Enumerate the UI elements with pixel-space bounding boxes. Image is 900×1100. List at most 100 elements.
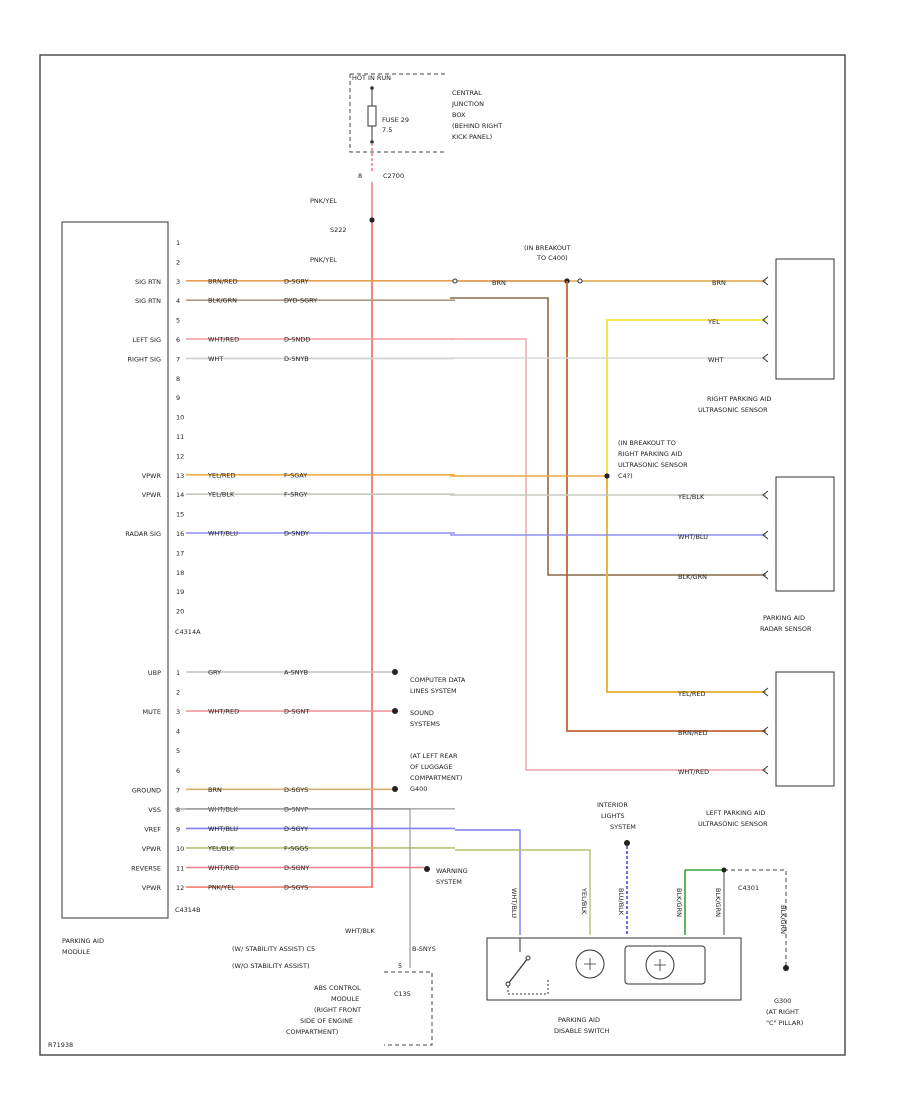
wire-color-a3: BRN/RED [208, 277, 238, 285]
wire-color-b1: GRY [208, 669, 221, 677]
left-ultrasonic-sensor: LEFT PARKING AID ULTRASONIC SENSOR [698, 671, 835, 828]
pin-labels: SIG RTN SIG RTN LEFT SIG RIGHT SIG VPWR VPWR R… [125, 278, 161, 892]
sound-1: SOUND [410, 709, 434, 717]
pin-a-2: 2 [176, 258, 180, 266]
sensor-pin-tip [762, 353, 769, 363]
pin-a-14: 14 [176, 491, 184, 499]
pin-label-a13: VPWR [142, 472, 162, 480]
ground-2: OF LUGGAGE [410, 763, 453, 771]
right-sensor-1: RIGHT PARKING AID [707, 395, 771, 403]
central-junction-box: HOT IN RUN FUSE 29 7.5 CENTRAL JUNCTION … [349, 73, 502, 153]
wire-color-a6: WHT/RED [208, 336, 239, 344]
radar-sensor: PARKING AID RADAR SENSOR [760, 476, 835, 633]
blk-grn-label: BLK/GRN [678, 573, 707, 581]
abs-module-3: (RIGHT FRONT [314, 1006, 361, 1014]
abs-module-1: ABS CONTROL [314, 984, 361, 992]
warning-1: WARNING [436, 867, 468, 875]
pin-b-6: 6 [176, 767, 180, 775]
left-sensor-2: ULTRASONIC SENSOR [698, 820, 768, 828]
jb-line-3: BOX [452, 111, 466, 119]
wire-circuit-a6: D-SNDD [284, 336, 310, 344]
pin-a-15: 15 [176, 511, 184, 519]
breakout-mid-2: RIGHT PARKING AID [618, 450, 682, 458]
wire-color-b10: YEL/BLK [207, 844, 235, 852]
left-sensor-1: LEFT PARKING AID [706, 809, 765, 817]
ground-4: G400 [410, 785, 427, 793]
pin-a-6: 6 [176, 336, 180, 344]
radar-sensor-2: RADAR SENSOR [760, 625, 812, 633]
wire-circuit-b10: F-SGGS [284, 844, 308, 852]
pin-b-10: 10 [176, 845, 184, 853]
fuse-amp: 7.5 [382, 126, 392, 134]
module-name-1: PARKING AID [62, 937, 104, 945]
sensor-pin-tip [762, 530, 769, 540]
computer-data-1: COMPUTER DATA [410, 676, 466, 684]
pin-a-7: 7 [176, 355, 180, 363]
pin-a-8: 8 [176, 375, 180, 383]
wire-circuit-a13: F-SGAY [284, 471, 307, 479]
pin-a-3: 3 [176, 278, 180, 286]
jb-line-4: (BEHIND RIGHT [452, 122, 502, 130]
pin-a-20: 20 [176, 608, 184, 616]
pin-a-16: 16 [176, 530, 184, 538]
wire-color-b9: WHT/BLU [208, 825, 238, 833]
abs-pin: 5 [398, 962, 402, 970]
pin-label-a6: LEFT SIG [133, 336, 161, 344]
wire-circuit-a16: D-SNDY [284, 530, 309, 538]
pin-b-9: 9 [176, 825, 180, 833]
pin-b-11: 11 [176, 865, 184, 873]
wire-circuit-b7: D-SGYS [284, 786, 308, 794]
pin-label-b1: UBP [148, 669, 161, 677]
connector-b-label: C4314B [175, 906, 201, 914]
pin-a-11: 11 [176, 433, 184, 441]
module-name-2: MODULE [62, 948, 90, 956]
pin-b-5: 5 [176, 747, 180, 755]
pin-b-4: 4 [176, 728, 180, 736]
switch-name-1: PARKING AID [558, 1016, 600, 1024]
sound-2: SYSTEMS [410, 720, 440, 728]
wire-circuit-a14: F-SRGY [284, 491, 307, 499]
breakout-top-1: (IN BREAKOUT [524, 244, 571, 252]
ground-1: (AT LEFT REAR [410, 752, 458, 760]
pin-a-18: 18 [176, 569, 184, 577]
pin-label-a4: SIG RTN [135, 297, 161, 305]
pin-label-a3: SIG RTN [135, 278, 161, 286]
pin-b-12: 12 [176, 884, 184, 892]
sensor-connections: BRN BRN (IN BREAKOUT TO C400) BRN/RED BL… [450, 244, 769, 776]
pin-a-12: 12 [176, 452, 184, 460]
pin-label-a7: RIGHT SIG [128, 355, 161, 363]
pin-label-b12: VPWR [142, 884, 162, 892]
system-references: COMPUTER DATA LINES SYSTEM SOUND SYSTEMS… [392, 669, 636, 886]
right-sensor-2: ULTRASONIC SENSOR [698, 406, 768, 414]
pin-a-13: 13 [176, 472, 184, 480]
wire-color-a4: BLK/GRN [208, 297, 237, 305]
pin-label-b10: VPWR [142, 845, 162, 853]
pin-label-b7: GROUND [132, 786, 161, 794]
pin-b-8: 8 [176, 806, 180, 814]
abs-module-2: MODULE [331, 995, 359, 1003]
jb-line-1: CENTRAL [452, 89, 482, 97]
pin-label-b3: MUTE [143, 708, 161, 716]
abs-control-module: WHT/BLK B-SNYS (W/ STABILITY ASSIST) C5 … [175, 808, 436, 1046]
pin-b-7: 7 [176, 786, 180, 794]
c2700-label: C2700 [383, 172, 404, 180]
sensor-pin-tip [762, 276, 769, 286]
pin-label-a16: RADAR SIG [125, 530, 161, 538]
sensor-pin-tip [762, 726, 769, 736]
sensor-pin-tip [762, 315, 769, 325]
pin-a-17: 17 [176, 549, 184, 557]
diagram-frame [39, 54, 846, 1056]
pin-label-b9: VREF [144, 825, 161, 833]
breakout-mid-1: (IN BREAKOUT TO [618, 439, 676, 447]
c2700-pin: 8 [358, 172, 362, 180]
switch-wire-label-3: BLK/GRN [675, 888, 683, 917]
wht-label: WHT [708, 356, 723, 364]
hot-in-run-label: HOT IN RUN [352, 74, 391, 82]
brn-red-label: BRN/RED [678, 729, 708, 737]
pin-a-5: 5 [176, 317, 180, 325]
abs-connector: C135 [394, 990, 411, 998]
